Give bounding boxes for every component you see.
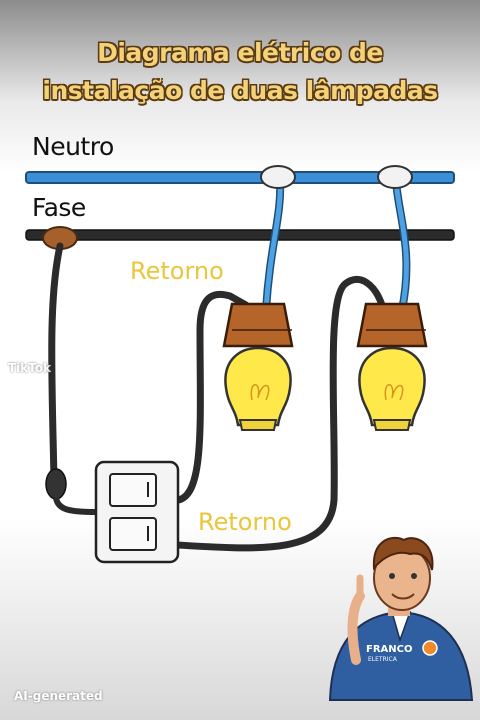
neutral-wire xyxy=(25,171,455,184)
electrician-mascot: FRANCO ELETRICA xyxy=(328,536,474,701)
switch-feed-junction xyxy=(45,468,67,500)
phase-wire xyxy=(25,229,455,241)
diagram-title: Diagrama elétrico de instalação de duas … xyxy=(0,34,480,110)
lamp-right xyxy=(356,302,428,431)
ai-generated-badge: AI-generated xyxy=(14,689,103,703)
title-line-2: instalação de duas lâmpadas xyxy=(42,76,438,105)
return-label-bottom: Retorno xyxy=(198,508,292,536)
return-wire-left xyxy=(174,290,250,504)
neutral-junction-right xyxy=(377,165,413,189)
double-switch xyxy=(94,460,180,564)
return-wire-right xyxy=(174,275,386,552)
switch-key-top xyxy=(109,473,157,507)
mascot-shirt-logo-icon xyxy=(422,640,438,656)
tiktok-logo-icon xyxy=(17,328,46,357)
title-line-1: Diagrama elétrico de xyxy=(97,38,383,67)
lamp-left xyxy=(222,302,294,431)
mascot-shirt-text-1: FRANCO xyxy=(366,644,412,655)
phase-label: Fase xyxy=(32,193,86,222)
phase-drop-to-switch xyxy=(48,242,64,484)
mascot-shirt-text-2: ELETRICA xyxy=(368,656,398,663)
neutral-label: Neutro xyxy=(32,132,114,161)
switch-key-bottom xyxy=(109,517,157,551)
tiktok-watermark: TikTok xyxy=(8,361,52,375)
return-label-top: Retorno xyxy=(130,257,224,285)
neutral-junction-left xyxy=(260,165,296,189)
